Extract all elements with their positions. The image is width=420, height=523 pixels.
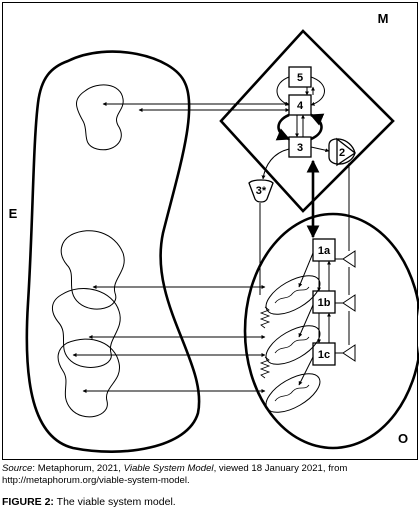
op-1a-to-unit-arrow [298, 252, 314, 288]
figure-source-caption: Source: Metaphorum, 2021, Viable System … [2, 463, 418, 487]
operation-unit-1c [265, 373, 321, 413]
s3-to-s3star-arrow [261, 148, 290, 180]
operation-unit-1b [265, 325, 321, 365]
environment-area-top [76, 84, 124, 151]
unit-1a-detail [274, 286, 310, 304]
system-4-label: 4 [297, 100, 304, 112]
viable-system-diagram: 5 4 3 2 3* 1a 1b 1c [9, 11, 419, 453]
system-2-label: 2 [339, 147, 345, 159]
unit-link-spring-1 [259, 306, 271, 329]
s3-to-s2-arrow [310, 146, 330, 153]
source-title: Viable System Model [123, 463, 214, 474]
environment-area-2 [52, 287, 121, 368]
environment-boundary [25, 50, 201, 453]
figure-number: FIGURE 2: [2, 496, 54, 508]
s3-to-s4-thick-arrow [309, 113, 325, 141]
figure-title: FIGURE 2: The viable system model. [2, 496, 176, 508]
operation-unit-1a [265, 275, 321, 315]
s5-s4-loop-right [310, 76, 325, 106]
operations-ellipse [243, 212, 419, 450]
s4-to-s3-thick-arrow [275, 113, 291, 141]
system-5-label: 5 [297, 72, 303, 84]
unit-1c-detail [274, 384, 310, 402]
system-3-label: 3 [297, 142, 303, 154]
environment-area-1 [60, 230, 125, 310]
source-label: Source [2, 463, 33, 474]
unit-link-spring-2 [259, 356, 271, 379]
operation-1c-box [312, 342, 336, 366]
regulator-triangle-c [342, 344, 356, 362]
operation-1b-box [312, 290, 336, 314]
op-1b-to-unit-arrow [298, 304, 314, 338]
operations-label: O [398, 431, 408, 446]
op-1c-to-unit-arrow [298, 356, 314, 386]
s5-s4-loop-left [276, 76, 290, 106]
operation-1a-box [312, 238, 336, 262]
diagram-frame: 5 4 3 2 3* 1a 1b 1c [2, 2, 419, 460]
management-label: M [378, 11, 389, 26]
regulator-triangle-a [342, 250, 356, 268]
operation-1b-label: 1b [318, 297, 331, 309]
environment-label: E [9, 206, 18, 221]
management-diamond [219, 29, 395, 213]
source-suffix: , viewed 18 January 2021, from http://me… [2, 463, 348, 486]
system-2-triangle [328, 137, 357, 167]
system-3-star-label: 3* [256, 185, 267, 197]
operation-1a-label: 1a [318, 245, 331, 257]
regulator-triangle-b [342, 294, 356, 312]
operation-1c-label: 1c [318, 349, 330, 361]
source-prefix: : Metaphorum, 2021, [32, 463, 124, 474]
figure-title-text: The viable system model. [53, 496, 176, 508]
system-3-star-triangle [248, 179, 274, 203]
unit-1b-detail [274, 336, 310, 354]
